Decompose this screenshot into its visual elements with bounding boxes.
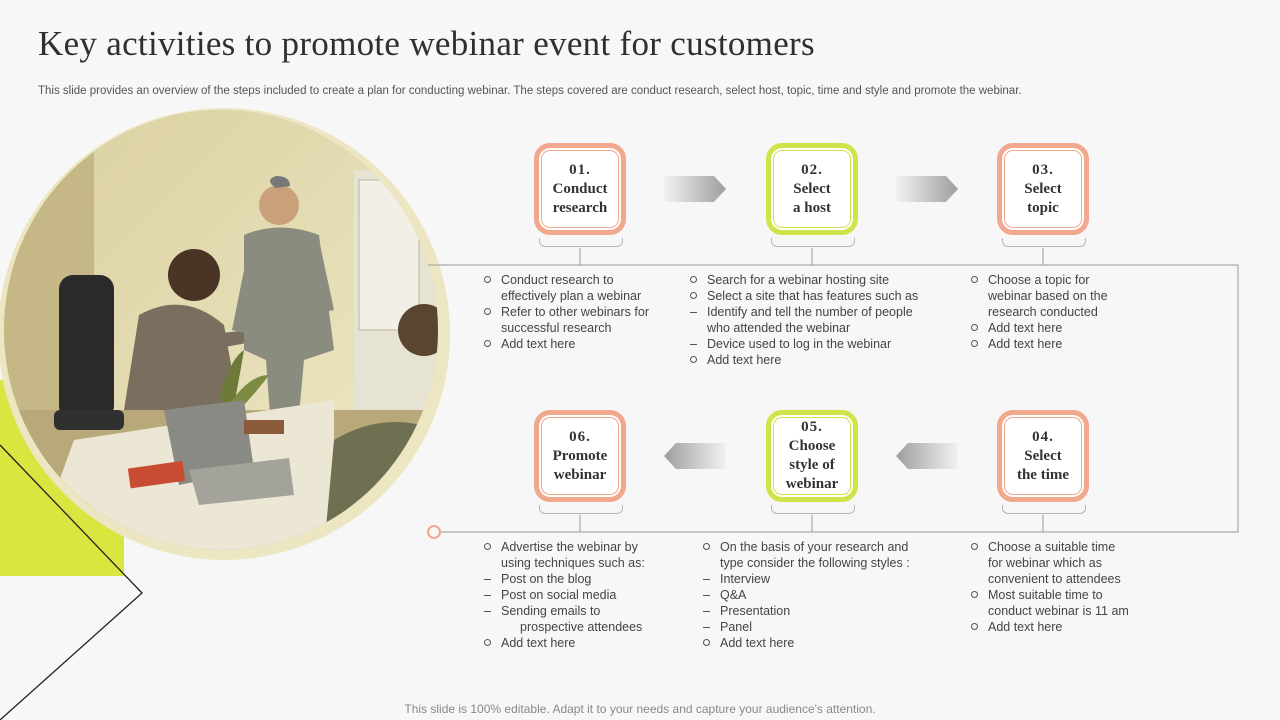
bullet-continuation: research conducted <box>988 305 1098 319</box>
card-tab <box>1002 505 1086 514</box>
page-title: Key activities to promote webinar event … <box>38 24 815 63</box>
bullet-item: Select a site that has features such as <box>689 288 918 304</box>
step-label: Choose style of webinar <box>785 438 839 492</box>
decorative-diagonal-line <box>0 444 143 720</box>
bullet-continuation: using techniques such as: <box>501 556 645 570</box>
bullet-item: Add text here <box>970 336 1108 352</box>
dash-item: Sending emails to <box>483 603 645 619</box>
step-number: 02. <box>801 161 823 178</box>
dash-item: Identify and tell the number of people <box>689 304 918 320</box>
bullet-item: Add text here <box>483 336 649 352</box>
bullet-item: Add text here <box>702 635 910 651</box>
step-5-details: On the basis of your research and type c… <box>702 539 910 651</box>
bullet-continuation: type consider the following styles : <box>720 556 910 570</box>
step-3-details: Choose a topic for webinar based on the … <box>970 272 1108 352</box>
footer-note: This slide is 100% editable. Adapt it to… <box>404 702 876 716</box>
card-tab <box>539 505 623 514</box>
step-label: Select topic <box>1024 180 1062 216</box>
bullet-continuation: effectively plan a webinar <box>501 289 642 303</box>
step-number: 01. <box>569 161 591 178</box>
step-label: Promote webinar <box>552 447 608 483</box>
bullet-continuation: conduct webinar is 11 am <box>988 604 1129 618</box>
bullet-item: Search for a webinar hosting site <box>689 272 918 288</box>
bullet-item: Refer to other webinars for <box>483 304 649 320</box>
bullet-item: Most suitable time to <box>970 587 1129 603</box>
step-label: Select a host <box>793 180 831 216</box>
bullet-item: Add text here <box>689 352 918 368</box>
card-tab <box>771 505 855 514</box>
bullet-item: Add text here <box>970 619 1129 635</box>
dash-item: Panel <box>702 619 910 635</box>
step-1-details: Conduct research to effectively plan a w… <box>483 272 649 352</box>
dash-item: Device used to log in the webinar <box>689 336 918 352</box>
bullet-continuation: for webinar which as <box>988 556 1102 570</box>
step-label: Conduct research <box>552 180 608 216</box>
bullet-item: On the basis of your research and <box>702 539 910 555</box>
bullet-continuation: webinar based on the <box>988 289 1108 303</box>
dash-item: Presentation <box>702 603 910 619</box>
bullet-item: Add text here <box>970 320 1108 336</box>
connector-start-dot <box>427 525 441 539</box>
bullet-continuation: who attended the webinar <box>707 321 851 335</box>
bullet-item: Conduct research to <box>483 272 649 288</box>
bullet-item: Add text here <box>483 635 645 651</box>
step-card-2: 02. Select a host <box>766 143 858 235</box>
arrow-right-icon <box>896 176 958 202</box>
bullet-item: Advertise the webinar by <box>483 539 645 555</box>
dash-item: Post on the blog <box>483 571 645 587</box>
step-card-1: 01. Conduct research <box>534 143 626 235</box>
card-tab <box>539 238 623 247</box>
dash-item: Post on social media <box>483 587 645 603</box>
card-tab <box>771 238 855 247</box>
step-number: 03. <box>1032 161 1054 178</box>
arrow-left-icon <box>896 443 958 469</box>
step-card-5: 05. Choose style of webinar <box>766 410 858 502</box>
bullet-continuation: successful research <box>501 321 612 335</box>
step-number: 06. <box>569 428 591 445</box>
step-4-details: Choose a suitable time for webinar which… <box>970 539 1129 635</box>
bullet-continuation: prospective attendees <box>520 620 643 634</box>
bullet-item: Choose a topic for <box>970 272 1108 288</box>
step-2-details: Search for a webinar hosting site Select… <box>689 272 918 368</box>
step-number: 05. <box>801 419 823 435</box>
dash-item: Q&A <box>702 587 910 603</box>
card-tab <box>1002 238 1086 247</box>
dash-item: Interview <box>702 571 910 587</box>
bullet-continuation: convenient to attendees <box>988 572 1121 586</box>
step-card-3: 03. Select topic <box>997 143 1089 235</box>
step-6-details: Advertise the webinar by using technique… <box>483 539 645 651</box>
step-label: Select the time <box>1016 447 1070 483</box>
arrow-right-icon <box>664 176 726 202</box>
step-number: 04. <box>1032 428 1054 445</box>
arrow-left-icon <box>664 443 726 469</box>
page-subtitle: This slide provides an overview of the s… <box>38 85 1022 97</box>
step-card-6: 06. Promote webinar <box>534 410 626 502</box>
bullet-item: Choose a suitable time <box>970 539 1129 555</box>
step-card-4: 04. Select the time <box>997 410 1089 502</box>
